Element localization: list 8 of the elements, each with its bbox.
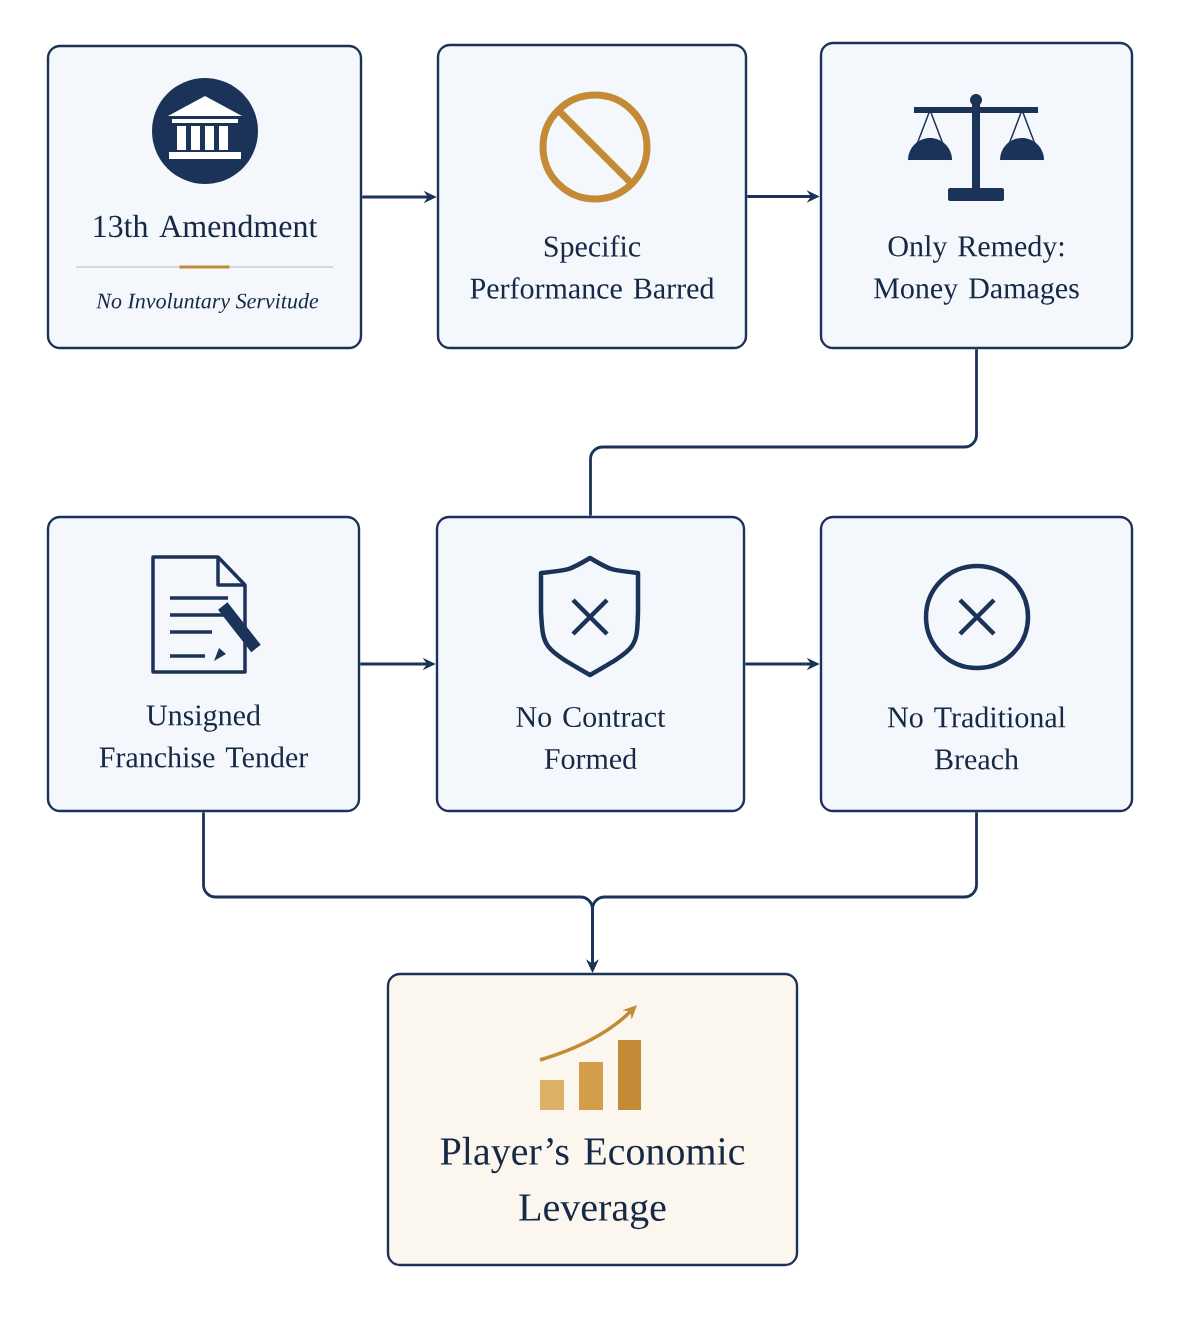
- box-title: Player’s Economic Leverage: [440, 1136, 745, 1230]
- box-title: Specific Performance Barred: [470, 235, 715, 299]
- box-title: No Traditional Breach: [887, 706, 1066, 770]
- box-title: No Contract Formed: [516, 706, 666, 770]
- box-title: Unsigned Franchise Tender: [99, 704, 308, 768]
- box-title: 13th Amendment: [94, 214, 318, 238]
- box-title: Only Remedy: Money Damages: [874, 235, 1079, 305]
- subtitle: No Involuntary Servitude: [96, 293, 319, 313]
